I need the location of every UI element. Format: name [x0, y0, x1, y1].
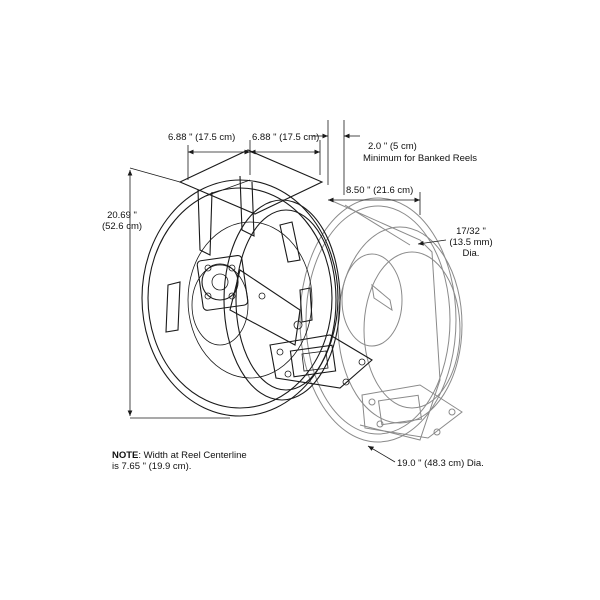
dimension-lines	[127, 120, 447, 463]
height-label: 20.69 " (52.6 cm)	[96, 210, 148, 232]
note-label: NOTE	[112, 450, 139, 461]
hole-label-line2: (13.5 mm)	[449, 237, 493, 248]
hole-label-line1: 17/32 "	[456, 226, 486, 237]
spacing-label: 2.0 " (5 cm)	[368, 141, 417, 152]
diameter-label: 19.0 " (48.3 cm) Dia.	[397, 458, 484, 469]
main-reel	[141, 149, 373, 417]
hole-label-line3: Dia.	[462, 248, 480, 259]
offset-label: 8.50 " (21.6 cm)	[346, 185, 414, 196]
width-left-label: 6.88 " (17.5 cm)	[168, 132, 236, 143]
spacing-sub-label: Minimum for Banked Reels	[363, 153, 478, 164]
width-right-label: 6.88 " (17.5 cm)	[252, 132, 320, 143]
note-line1-text: : Width at Reel Centerline	[138, 450, 247, 461]
height-label-line2: (52.6 cm)	[101, 221, 143, 232]
note-line2: is 7.65 " (19.9 cm).	[112, 461, 192, 472]
banked-reel-ghost	[299, 197, 463, 443]
hole-label: 17/32 " (13.5 mm) Dia.	[446, 226, 496, 259]
note-line1: NOTE: Width at Reel Centerline	[112, 450, 247, 461]
height-label-line1: 20.69 "	[107, 210, 137, 221]
note-block: NOTE: Width at Reel Centerline is 7.65 "…	[112, 450, 247, 472]
